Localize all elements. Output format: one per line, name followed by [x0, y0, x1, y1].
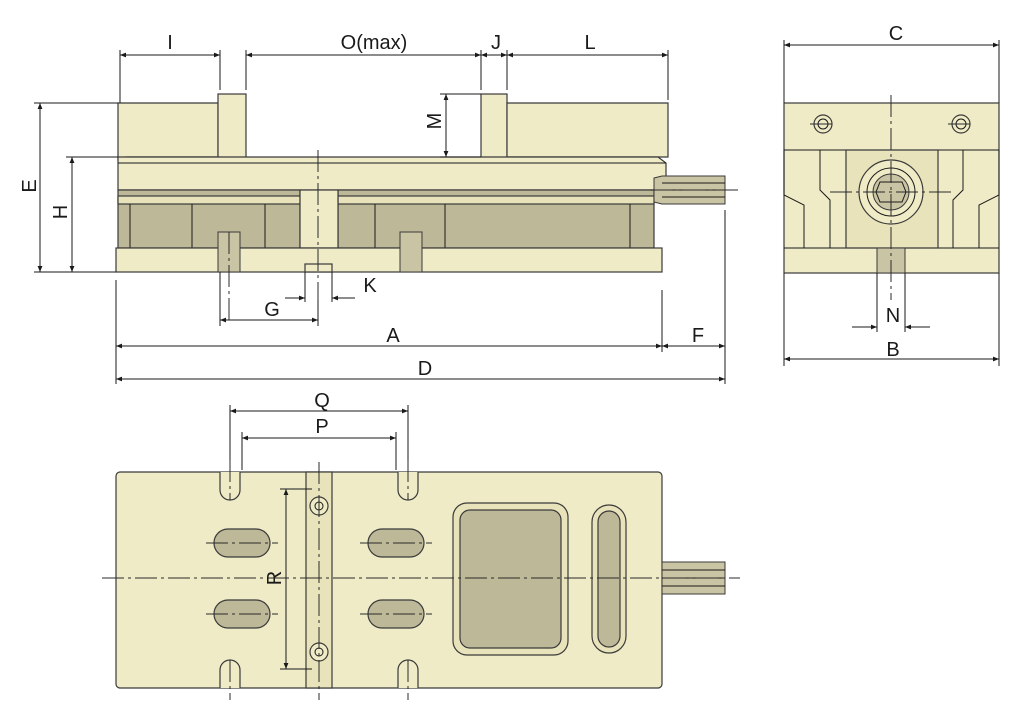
label-F: F — [692, 325, 704, 347]
fixed-jaw — [117, 102, 219, 161]
handle-slot — [597, 510, 621, 648]
vise-base — [115, 247, 663, 273]
label-H: H — [50, 205, 72, 219]
label-Q: Q — [314, 390, 330, 412]
label-D: D — [418, 358, 432, 380]
label-C: C — [889, 23, 903, 45]
vise-bed — [117, 156, 667, 191]
label-L: L — [584, 32, 595, 54]
label-O: O(max) — [341, 32, 408, 54]
label-B: B — [886, 339, 899, 361]
label-G: G — [264, 299, 280, 321]
fixed-jaw-tooth — [217, 93, 247, 159]
side-view: I O(max) J L M E H G K A F D — [19, 32, 740, 384]
end-view: C N B — [783, 23, 1000, 366]
label-J: J — [491, 32, 501, 54]
top-view-body — [115, 471, 663, 689]
label-A: A — [386, 325, 400, 347]
movable-jaw — [506, 102, 669, 158]
top-view: Q P R — [102, 390, 740, 700]
label-P: P — [315, 416, 328, 438]
jaw-pad — [459, 509, 562, 649]
movable-jaw-tooth — [480, 93, 508, 159]
label-E: E — [19, 179, 41, 192]
label-I: I — [167, 32, 173, 54]
label-K: K — [363, 275, 377, 297]
label-N: N — [886, 305, 900, 327]
label-R: R — [264, 571, 286, 585]
label-M: M — [424, 113, 446, 130]
